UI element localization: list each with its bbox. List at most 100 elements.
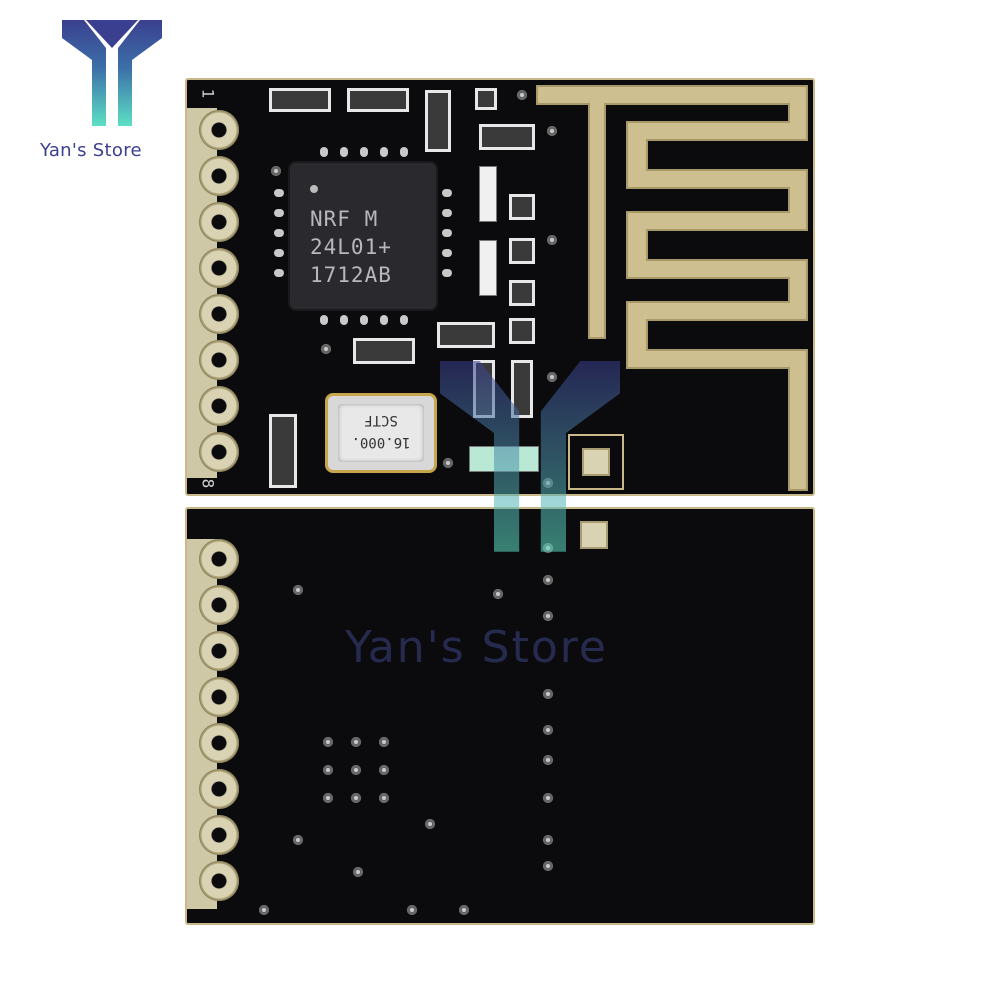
via bbox=[543, 611, 553, 621]
chip-pin bbox=[320, 147, 328, 157]
pin-pad bbox=[199, 202, 239, 242]
pin-pad bbox=[199, 769, 239, 809]
chip-pin bbox=[274, 209, 284, 217]
chip-marking-line3: 1712AB bbox=[310, 263, 392, 287]
chip-pin bbox=[442, 229, 452, 237]
via bbox=[259, 905, 269, 915]
pin-pad bbox=[199, 340, 239, 380]
pin-pad bbox=[199, 815, 239, 855]
via bbox=[543, 861, 553, 871]
pcb-bottom-side bbox=[185, 507, 815, 925]
pin-pad bbox=[199, 294, 239, 334]
chip-pin bbox=[274, 269, 284, 277]
yans-store-logo bbox=[62, 20, 162, 126]
chip-pin bbox=[274, 229, 284, 237]
smd-component bbox=[509, 238, 535, 264]
chip-marking-line1: NRF M bbox=[310, 207, 379, 231]
chip-pin bbox=[274, 249, 284, 257]
watermark-text: Yan's Store bbox=[345, 622, 608, 673]
via bbox=[351, 765, 361, 775]
pin-pad bbox=[199, 386, 239, 426]
via bbox=[425, 819, 435, 829]
pin-pad bbox=[199, 631, 239, 671]
via bbox=[443, 458, 453, 468]
via bbox=[543, 755, 553, 765]
pin-pad bbox=[199, 539, 239, 579]
via bbox=[407, 905, 417, 915]
via bbox=[543, 793, 553, 803]
chip-pin bbox=[442, 209, 452, 217]
chip-pin bbox=[274, 189, 284, 197]
chip-pin bbox=[400, 315, 408, 325]
pin-pad bbox=[199, 677, 239, 717]
via bbox=[543, 725, 553, 735]
crystal-oscillator: 16.000. SCTF bbox=[325, 393, 437, 473]
chip-pin bbox=[380, 315, 388, 325]
via bbox=[543, 689, 553, 699]
watermark-logo bbox=[440, 361, 620, 552]
smd-resistor bbox=[479, 166, 497, 222]
smd-component bbox=[437, 322, 495, 348]
via bbox=[547, 235, 557, 245]
smd-component bbox=[269, 88, 331, 112]
pin-pad bbox=[199, 432, 239, 472]
pin-pad bbox=[199, 723, 239, 763]
smd-component bbox=[511, 360, 533, 418]
crystal-marking-line2: SCTF bbox=[364, 412, 398, 428]
chip-pin bbox=[442, 249, 452, 257]
chip-pin bbox=[442, 269, 452, 277]
via bbox=[323, 737, 333, 747]
square-pad bbox=[582, 448, 610, 476]
via bbox=[293, 835, 303, 845]
pin-pad bbox=[199, 110, 239, 150]
via bbox=[459, 905, 469, 915]
via bbox=[379, 765, 389, 775]
chip-pin bbox=[320, 315, 328, 325]
pin-pad bbox=[199, 861, 239, 901]
smd-component bbox=[509, 280, 535, 306]
pin-pad bbox=[199, 248, 239, 288]
smd-component bbox=[425, 90, 451, 152]
chip-pin bbox=[360, 147, 368, 157]
chip-pin bbox=[360, 315, 368, 325]
chip-pin bbox=[380, 147, 388, 157]
via bbox=[547, 126, 557, 136]
via bbox=[271, 166, 281, 176]
via bbox=[543, 835, 553, 845]
crystal-marking-line1: 16.000. bbox=[351, 434, 411, 450]
pcb-antenna bbox=[536, 85, 808, 491]
pin-1-label: 1 bbox=[198, 88, 218, 99]
chip-pin bbox=[340, 147, 348, 157]
nrf24l01-chip: NRF M 24L01+ 1712AB bbox=[274, 147, 452, 325]
pin-pad bbox=[199, 156, 239, 196]
chip-pin bbox=[340, 315, 348, 325]
pin-pad bbox=[199, 585, 239, 625]
pin1-dot bbox=[310, 185, 318, 193]
via bbox=[353, 867, 363, 877]
via bbox=[379, 793, 389, 803]
via bbox=[293, 585, 303, 595]
smd-component bbox=[269, 414, 297, 488]
smd-component bbox=[509, 194, 535, 220]
via bbox=[379, 737, 389, 747]
smd-component bbox=[475, 88, 497, 110]
via bbox=[547, 372, 557, 382]
chip-marking-line2: 24L01+ bbox=[310, 235, 392, 259]
smd-resistor bbox=[479, 240, 497, 296]
chip-pin bbox=[400, 147, 408, 157]
via bbox=[493, 589, 503, 599]
brand-name: Yan's Store bbox=[40, 140, 142, 161]
pin-8-label: 8 bbox=[198, 478, 218, 489]
via bbox=[351, 737, 361, 747]
smd-component bbox=[479, 124, 535, 150]
via bbox=[543, 575, 553, 585]
via bbox=[321, 344, 331, 354]
via bbox=[517, 90, 527, 100]
pcb-top-side: 1 8 bbox=[185, 78, 815, 496]
smd-component bbox=[509, 318, 535, 344]
smd-component bbox=[347, 88, 409, 112]
chip-pin bbox=[442, 189, 452, 197]
smd-component bbox=[353, 338, 415, 364]
via bbox=[323, 765, 333, 775]
via bbox=[323, 793, 333, 803]
